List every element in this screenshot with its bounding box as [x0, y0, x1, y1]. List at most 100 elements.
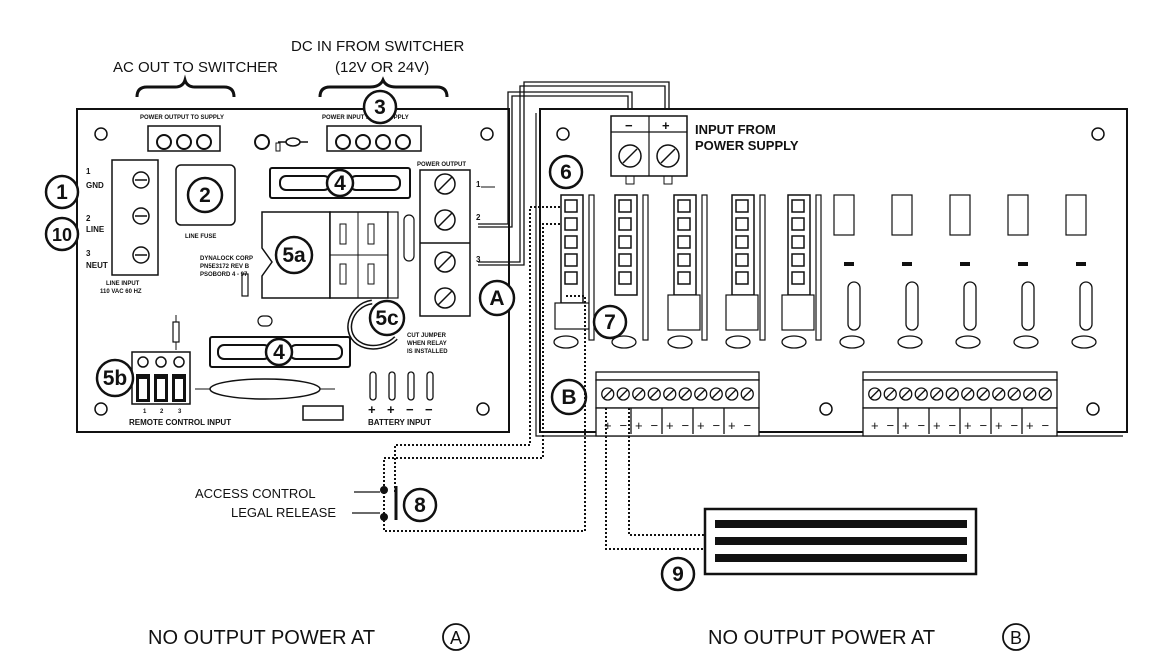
callout-1-label: 1	[56, 181, 68, 204]
callout-5a-label: 5a	[282, 244, 306, 267]
diode	[241, 273, 249, 297]
rc-terminal-2: 2	[160, 409, 164, 415]
dc-in-voltage-label: (12V OR 24V)	[335, 59, 429, 76]
empty-relay-slot	[1007, 194, 1039, 349]
callout-4-bottom	[264, 337, 294, 367]
empty-relay-slot	[949, 194, 981, 349]
callout-2	[186, 176, 224, 214]
ac-out-label: AC OUT TO SWITCHER	[113, 59, 278, 76]
wire-dc-plus	[478, 85, 666, 263]
terminal-2-number: 2	[86, 214, 91, 223]
output-polarity: −	[619, 418, 627, 433]
rc-terminal-1: 1	[143, 409, 147, 415]
resistor	[285, 137, 301, 147]
switch-contact	[380, 513, 388, 521]
mounting-hole	[94, 402, 108, 416]
mounting-hole	[1086, 402, 1100, 416]
relay-module-3	[667, 194, 708, 349]
output-polarity: +	[697, 418, 705, 433]
mounting-hole	[480, 127, 494, 141]
callout-5c	[368, 299, 406, 337]
wire-maglock-1	[605, 408, 715, 550]
connector-pin	[335, 134, 351, 150]
battery-lead	[426, 371, 434, 401]
line-fuse-label: LINE FUSE	[185, 234, 216, 240]
output-polarity: +	[666, 418, 674, 433]
callout-1	[44, 174, 80, 210]
mounting-hole	[476, 402, 490, 416]
input-from-label-2: POWER SUPPLY	[695, 138, 799, 153]
callout-5b-label: 5b	[103, 367, 128, 390]
output-polarity: −	[650, 418, 658, 433]
connector-pin	[156, 134, 172, 150]
terminal-3-number: 3	[86, 249, 91, 258]
battery-lead	[388, 371, 396, 401]
connector-pin	[355, 134, 371, 150]
relay-module-4	[725, 194, 766, 349]
empty-relay-slot	[891, 194, 923, 349]
dc-in-bracket	[318, 76, 449, 98]
mounting-hole	[1091, 127, 1105, 141]
callout-5b	[95, 358, 135, 398]
relay-module-1	[553, 194, 595, 349]
dc-input-connector[interactable]	[326, 125, 422, 152]
callout-9-label: 9	[672, 563, 684, 586]
connector-pin	[395, 134, 411, 150]
rc-terminal-3: 3	[178, 409, 182, 415]
terminal-1-number: 1	[86, 167, 91, 176]
ac-out-bracket	[135, 74, 236, 98]
legal-release-label: LEGAL RELEASE	[231, 505, 336, 520]
battery-lead	[369, 371, 377, 401]
output-terminal-1: 1	[476, 180, 481, 189]
output-polarity: −	[681, 418, 689, 433]
callout-b-label: B	[561, 386, 576, 409]
led-indicator	[254, 134, 270, 150]
output-polarity: +	[728, 418, 736, 433]
relay-module-5	[781, 194, 822, 349]
line-input-rating: 110 VAC 60 HZ	[100, 289, 142, 295]
output-polarity: +	[1026, 418, 1034, 433]
callout-9	[660, 556, 696, 592]
output-polarity: +	[933, 418, 941, 433]
callout-8-label: 8	[414, 494, 426, 517]
callout-10	[44, 216, 80, 252]
battery-lead	[407, 371, 415, 401]
switch-contact	[380, 486, 388, 494]
output-polarity: +	[604, 418, 612, 433]
access-control-label: ACCESS CONTROL	[195, 486, 316, 501]
callout-3	[362, 89, 398, 125]
input-minus-sign: −	[625, 118, 633, 133]
output-polarity: +	[635, 418, 643, 433]
battery-input-label: BATTERY INPUT	[368, 418, 431, 427]
power-input-from-supply-label: POWER INPUT FROM SUPPLY	[322, 115, 409, 121]
terminal-1-label: GND	[86, 181, 104, 190]
caption-right: NO OUTPUT POWER AT	[708, 627, 935, 649]
output-terminal-strip-left: +−+−+−+−+−	[595, 371, 760, 437]
callout-6	[548, 154, 584, 190]
callout-2-label: 2	[199, 184, 211, 207]
terminal-2-label: LINE	[86, 225, 105, 234]
capacitor	[209, 378, 321, 400]
callout-8	[402, 487, 438, 523]
callout-10-label: 10	[52, 225, 72, 245]
output-polarity: −	[948, 418, 956, 433]
mounting-hole	[94, 127, 108, 141]
input-from-label-1: INPUT FROM	[695, 122, 776, 137]
power-output-label: POWER OUTPUT	[417, 162, 466, 168]
line-input-label: LINE INPUT	[106, 281, 140, 287]
cut-jumper-label-2: WHEN RELAY	[407, 341, 447, 347]
callout-3-label: 3	[374, 96, 386, 119]
mounting-hole	[556, 127, 570, 141]
caption-left: NO OUTPUT POWER AT	[148, 627, 375, 649]
output-polarity: −	[979, 418, 987, 433]
dc-in-label: DC IN FROM SWITCHER	[291, 38, 464, 55]
battery-sign-1: +	[368, 402, 376, 417]
output-polarity: +	[995, 418, 1003, 433]
callout-a	[478, 279, 516, 317]
output-polarity: +	[964, 418, 972, 433]
output-terminal-3: 3	[476, 255, 481, 264]
connector-pin	[375, 134, 391, 150]
output-polarity: −	[743, 418, 751, 433]
remote-control-input-label: REMOTE CONTROL INPUT	[129, 418, 231, 427]
